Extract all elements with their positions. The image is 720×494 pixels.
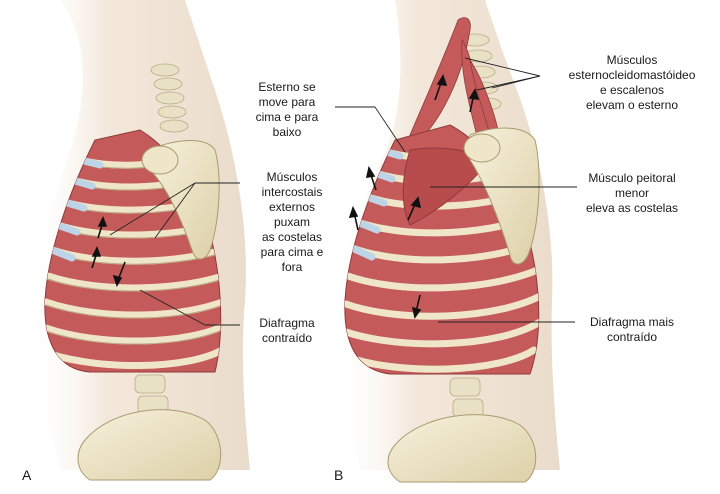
sternum-movement-label: Esterno se move para cima e para baixo [255, 80, 319, 139]
leader-lines-a [109, 182, 240, 326]
pelvis-b [387, 414, 537, 483]
external-intercostals-label: Músculos intercostais externos puxam as … [260, 170, 324, 274]
pectoralis-minor-label: Músculo peitoral menor eleva as costelas [585, 171, 679, 215]
leader-lines-b [335, 57, 577, 323]
arrows-a [91, 216, 126, 287]
panel-b-letter: B [334, 467, 344, 483]
arrows-b [348, 74, 480, 319]
humeral-head-a [141, 145, 179, 175]
diaphragm-more-contracted-label: Diafragma mais contraído [589, 315, 675, 344]
neck-muscles-b [409, 17, 501, 143]
scm-scalene-label: Músculos esternocleidomastóideo e escale… [568, 53, 696, 112]
humeral-head-b [463, 133, 501, 163]
pelvis-a [77, 409, 222, 481]
scapula-b [469, 127, 540, 265]
panel-a-illustration [27, 0, 251, 481]
cervical-spine-a [150, 63, 189, 133]
diaphragm-contracted-label: Diafragma contraído [259, 316, 315, 345]
panel-b-illustration [332, 0, 577, 483]
pectoralis-minor-b [402, 147, 491, 226]
panel-a-letter: A [22, 467, 32, 483]
